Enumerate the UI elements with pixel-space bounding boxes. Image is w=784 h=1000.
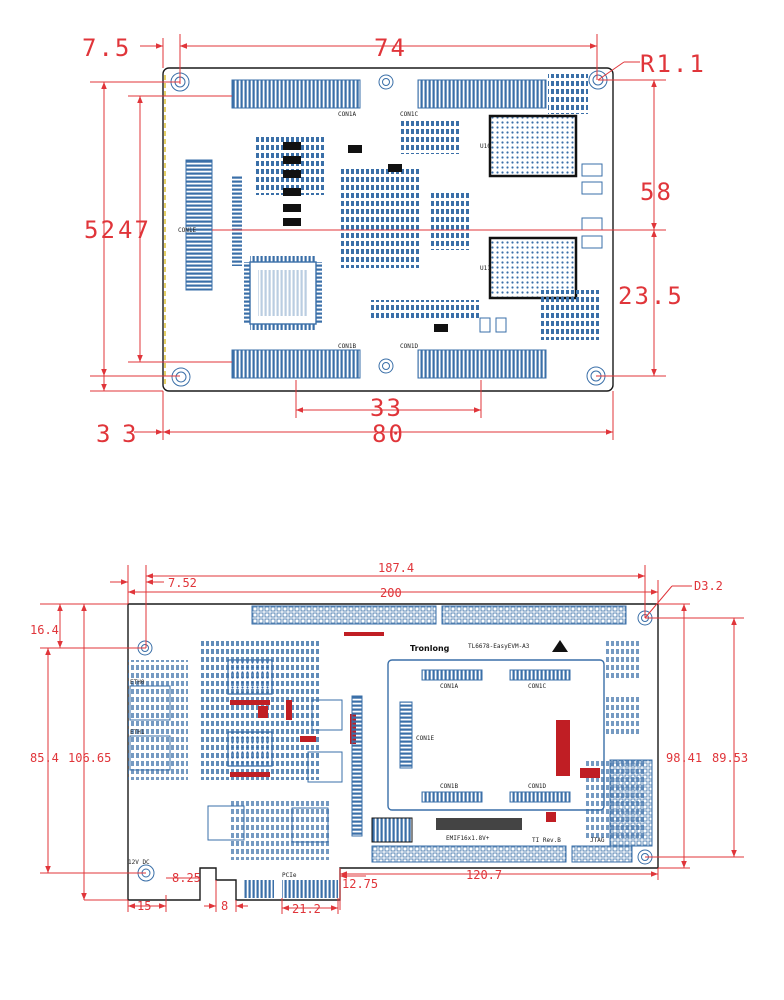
dim-height-inner: 47 [118,216,151,244]
connector-con1a [231,79,361,109]
inductor [207,805,245,841]
chip-u10 [488,114,578,178]
dim-bottom-left-2: 3 [122,420,138,448]
connector-con1e [399,701,413,769]
dim-con-width: 120.7 [466,868,502,882]
mounting-hole-icon [378,358,394,374]
dim-total-width: 200 [380,586,402,600]
label-con1b: CON1B [440,783,458,790]
dim-corner-radius: R1.1 [640,50,706,78]
label-u10: U10 [480,143,491,150]
top-ics: U10 U11 [232,74,603,340]
label-con1d: CON1D [528,783,546,790]
dim-total-width: 80 [372,420,405,448]
dim-left-inner-height: 85.4 [30,751,59,765]
label-pcie: PCIe [282,872,297,879]
jtag-connector [609,759,653,847]
top-connectors: CON1A CON1C CON1B CON1D CON1E [178,79,547,379]
header-top-right [441,605,627,625]
label-eth1: ETH1 [130,729,145,736]
pcie-edge [244,880,274,898]
dim-right-inner-height: 98.41 [666,751,702,765]
dim-left-offset: 7.52 [168,576,197,590]
eth0-port [129,685,171,721]
smd-array [400,118,460,154]
bottom-dimensions: 187.4 7.52 200 D3.2 16.4 85.4 106.65 98.… [30,561,748,916]
dim-pcie-width: 21.2 [292,902,321,916]
smd-array [340,168,420,268]
dim-right-upper: 58 [640,178,673,206]
label-con1c: CON1C [528,683,546,690]
model-label: TL6678-EasyEVM-A3 [468,643,530,650]
dim-inner-width: 187.4 [378,561,414,575]
dim-right-lower: 23.5 [618,282,684,310]
header-block [232,176,242,266]
label-con1d: CON1D [400,343,418,350]
label-con1b: CON1B [338,343,356,350]
dim-left-total-height: 106.65 [68,751,111,765]
smd-array [548,74,588,114]
dim-right-height: 89.53 [712,751,748,765]
header-bottom-right [571,845,633,863]
inductor [307,751,343,783]
inductor [291,807,329,843]
smd-array [604,696,640,736]
smd-array [604,640,640,680]
dim-height-outer: 52 [84,216,117,244]
dim-left-offset: 7.5 [82,34,131,62]
mounting-hole-icon [171,367,191,387]
dim-top-offset: 16.4 [30,623,59,637]
label-con1a: CON1A [338,111,356,118]
emif-bar [436,818,522,830]
header-bottom [371,845,567,863]
connector-con1c [417,79,547,109]
connector-con1d [509,791,571,803]
smd-array [370,300,480,320]
label-con1a: CON1A [440,683,458,690]
smd-array [540,290,600,340]
emif-label: EMIF16x1.8V+ [446,835,490,842]
label-con1e: CON1E [416,735,434,742]
header-vertical [351,695,363,837]
connector-con1c [509,669,571,681]
label-u11: U11 [480,265,491,272]
warning-triangle-icon [552,640,568,652]
label-ti: TI Rev.B [532,837,561,844]
eth1-port [129,735,171,771]
label-jtag: JTAG [590,837,605,844]
brand-label: Tronlong [410,644,450,653]
smd-array [430,190,470,250]
switch-block [371,817,413,843]
mounting-hole-icon [378,74,394,90]
connector-con1a [421,669,483,681]
header-top-left [251,605,437,625]
connector-con1e [185,159,213,291]
dim-top-width: 74 [374,34,407,62]
dim-bottom-left: 3 [96,420,112,448]
label-con1c: CON1C [400,111,418,118]
connector-con1d [417,349,547,379]
chip-u11 [488,236,578,300]
bottom-board-drawing: CON1A CON1C CON1B CON1D CON1E Tronlong T… [127,603,659,901]
dim-cut-width: 12.75 [342,877,378,891]
dim-pcie-offset: 8.25 [172,871,201,885]
label-eth0: ETH0 [130,679,145,686]
dim-edge-left: 15 [137,899,151,913]
label-con1e: CON1E [178,227,196,234]
pcie-edge [282,880,338,898]
connector-con1b [231,349,361,379]
dim-hole: D3.2 [694,579,723,593]
dim-pcie-gap: 8 [221,899,228,913]
label-dc: 12V DC [128,859,150,866]
connector-con1b [421,791,483,803]
top-dimensions: 7.5 74 R1.1 52 47 58 23.5 33 3 3 80 [82,34,706,448]
smd-array [230,800,330,860]
dim-connector-span: 33 [370,394,403,422]
inductor [311,699,343,731]
